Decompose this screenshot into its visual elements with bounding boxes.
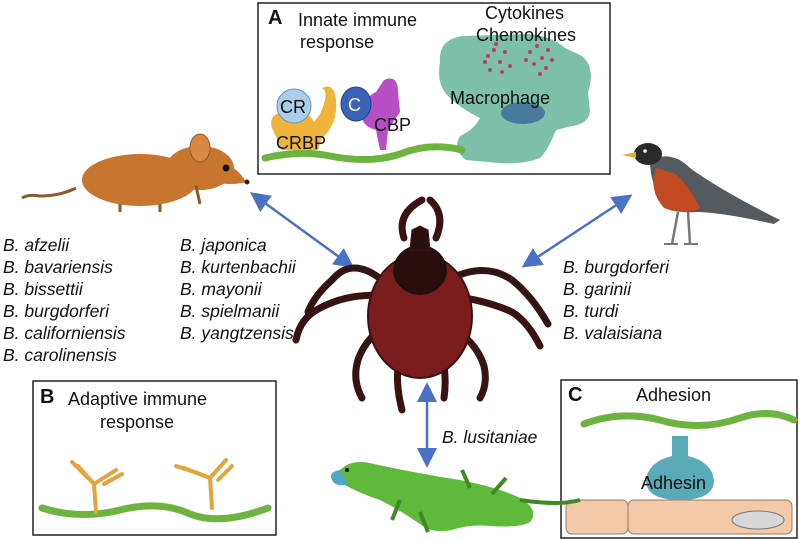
lizard-species-label: B. lusitaniae [442, 427, 538, 447]
species-item: B. burgdorferi [3, 301, 110, 321]
panel-a-title-line2: response [300, 32, 375, 52]
species-item: B. kurtenbachii [180, 257, 296, 277]
panel-a-title-line1: Innate immune [298, 10, 418, 30]
species-item: B. bavariensis [3, 257, 113, 277]
rodent-illustration [21, 133, 250, 212]
rodent-species-list-1: B. afzelii B. bavariensis B. bissettii B… [3, 234, 126, 366]
species-item: B. spielmanii [180, 301, 280, 321]
panel-b-letter: B [40, 386, 55, 408]
crbp-label: CRBP [276, 133, 327, 153]
species-item: B. yangtzensis [180, 323, 294, 343]
cbp-protein [361, 78, 400, 150]
panel-b-title-line1: Adaptive immune [68, 389, 208, 409]
panel-b-title-line2: response [100, 412, 175, 432]
c-molecule [340, 86, 372, 122]
c-label: C [348, 95, 361, 115]
host-cells [565, 499, 793, 535]
panel-c-membrane [580, 410, 798, 429]
tick-illustration [292, 196, 552, 414]
cbp-label: CBP [374, 115, 412, 135]
cytokine-dots [483, 42, 554, 76]
species-item: B. valaisiana [563, 323, 663, 343]
chemokines-label: Chemokines [476, 25, 577, 45]
species-item: B. mayonii [180, 279, 262, 299]
cytokines-label: Cytokines [485, 3, 565, 23]
lizard-illustration [331, 462, 581, 533]
species-item: B. garinii [563, 279, 632, 299]
macrophage-nucleus [501, 102, 545, 124]
panel-a-letter: A [268, 7, 283, 29]
species-item: B. californiensis [3, 323, 126, 343]
cr-molecule [276, 88, 312, 124]
panel-a-membrane [261, 143, 466, 164]
antibody-right [174, 458, 234, 510]
rodent-species-list-2: B. japonica B. kurtenbachii B. mayonii B… [180, 234, 296, 344]
macrophage-label: Macrophage [450, 88, 551, 108]
bird-species-list: B. burgdorferi B. garinii B. turdi B. va… [563, 256, 669, 344]
species-item: B. japonica [180, 235, 267, 255]
arrow-rodent-tick [249, 192, 355, 268]
panel-b-membrane [38, 502, 272, 523]
adhesin-label: Adhesin [641, 473, 707, 493]
panel-c-letter: C [568, 384, 583, 406]
species-item: B. bissettii [3, 279, 83, 299]
bird-illustration [622, 143, 780, 245]
species-item: B. burgdorferi [563, 257, 670, 277]
species-item: B. turdi [563, 301, 619, 321]
cr-label: CR [280, 97, 306, 117]
antibody-left [70, 460, 124, 514]
arrows [249, 192, 633, 468]
adhesin-protein [646, 436, 714, 500]
panel-c-title: Adhesion [636, 385, 712, 405]
macrophage-cell [439, 34, 591, 164]
arrow-bird-tick [521, 194, 633, 268]
species-item: B. afzelii [3, 235, 70, 255]
species-item: B. carolinensis [3, 345, 117, 365]
cell-nucleus [731, 510, 785, 530]
